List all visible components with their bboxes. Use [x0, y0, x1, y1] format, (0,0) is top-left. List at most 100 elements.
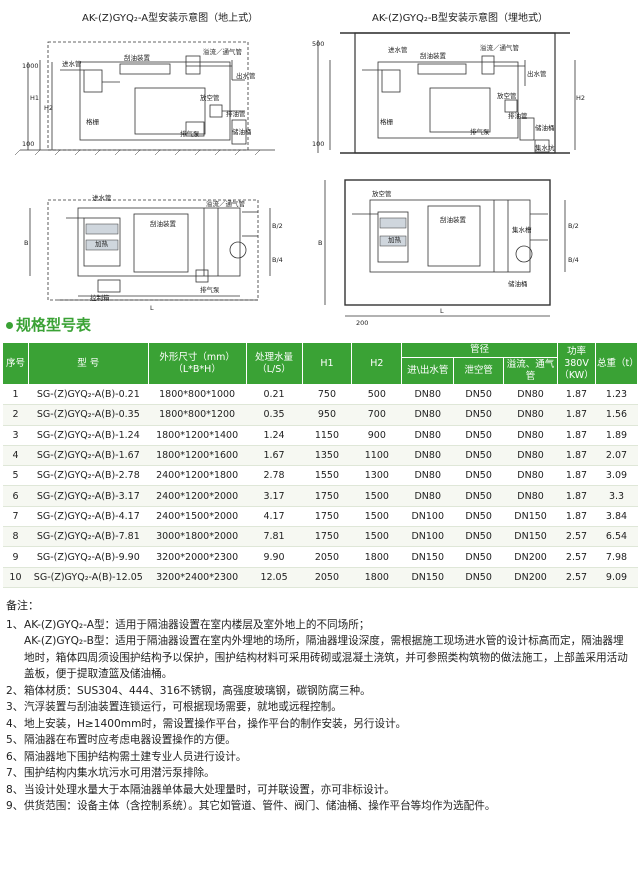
cell-inlet: DN80: [401, 465, 454, 487]
cell-flow: 1.24: [246, 425, 302, 446]
label-pump-a: 排气泵: [180, 129, 200, 138]
drawings-svg: 进水管 刮油装置 溢流／通气管 出水管 放空管 排油管 格栅 排气泵 储油桶 进…: [14, 32, 585, 327]
cell-h2: 1800: [351, 546, 402, 568]
cell-inlet: DN100: [401, 506, 454, 528]
cell-flow: 3.17: [246, 485, 302, 507]
cell-h2: 700: [351, 404, 402, 426]
note-text: 围护结构内集水坑污水可用潜污泵排除。: [24, 767, 215, 779]
dim-200-b: 200: [356, 319, 368, 327]
spec-table: 序号 型 号 外形尺寸（mm）（L*B*H） 处理水量（L/S） H1 H2 管…: [2, 342, 639, 588]
cell-h2: 900: [351, 425, 402, 446]
elevation-b: [317, 32, 576, 154]
cell-power: 1.87: [557, 485, 596, 507]
header-drain: 泄空管: [453, 357, 505, 385]
note-text: 当设计处理水量大于本隔油器单体最大处理量时，可并联设置，亦可非标设计。: [24, 783, 395, 796]
plan-b: [324, 179, 566, 317]
cell-overflow: DN200: [503, 567, 558, 588]
cell-drain: DN50: [453, 404, 504, 426]
header-pipe: 管径: [401, 342, 559, 358]
header-size: 外形尺寸（mm）（L*B*H）: [147, 342, 247, 385]
cell-h2: 500: [351, 384, 402, 406]
label-vent-plan-a: 溢流／通气管: [206, 199, 246, 208]
cell-drain: DN50: [453, 425, 504, 446]
cell-drain: DN50: [453, 546, 504, 568]
header-weight: 总重（t）: [595, 342, 639, 385]
header-model: 型 号: [27, 342, 149, 385]
cell-h2: 1100: [351, 445, 402, 467]
dim-H2-a: H2: [44, 104, 53, 112]
label-pump-plan-a: 排气泵: [200, 285, 220, 294]
note-text: 供货范围：设备主体（含控制系统）。其它如管道、管件、阀门、储油桶、操作平台等均作…: [24, 800, 496, 812]
label-sump-plan-b: 集水槽: [512, 225, 532, 234]
cell-drain: DN50: [453, 445, 504, 467]
note-number: 7、: [6, 767, 24, 779]
label-heat-plan-a: 加热: [95, 239, 109, 248]
cell-flow: 7.81: [246, 526, 302, 548]
cell-seq: 10: [2, 567, 29, 588]
cell-weight: 9.09: [595, 567, 638, 588]
label-storage-b: 储油桶: [535, 123, 555, 132]
note-number: 3、: [6, 701, 24, 713]
cell-size: 3200*2400*2300: [148, 567, 247, 588]
cell-weight: 1.56: [595, 404, 638, 426]
note-item: 8、当设计处理水量大于本隔油器单体最大处理量时，可并联设置，亦可非标设计。: [6, 782, 634, 799]
cell-weight: 3.3: [595, 485, 638, 507]
note-number: 1、: [6, 618, 24, 631]
cell-drain: DN50: [453, 526, 504, 548]
label-control-plan-a: 控制箱: [90, 293, 110, 302]
label-vent-b: 溢流／通气管: [480, 43, 520, 52]
cell-size: 2400*1500*2000: [148, 506, 247, 528]
label-scraper-a: 刮油装置: [124, 53, 151, 62]
plan-a: [29, 199, 271, 301]
cell-h1: 1750: [302, 485, 352, 507]
cell-h2: 1500: [351, 526, 402, 548]
cell-h1: 1550: [302, 465, 352, 487]
cell-flow: 2.78: [246, 465, 302, 487]
cell-flow: 0.21: [246, 384, 302, 406]
cell-flow: 1.67: [246, 445, 302, 467]
section-title: 规格型号表: [6, 314, 91, 335]
dim-B-a: B: [24, 239, 28, 247]
cell-h1: 750: [302, 384, 352, 406]
cell-flow: 9.90: [246, 546, 302, 568]
label-scraper-plan-a: 刮油装置: [150, 219, 177, 228]
cell-h1: 950: [302, 404, 352, 426]
label-scraper-plan-b: 刮油装置: [440, 215, 467, 224]
label-empty-b: 放空管: [497, 91, 517, 100]
installation-drawings: AK-(Z)GYQ₂-A型安装示意图（地上式） AK-(Z)GYQ₂-B型安装示…: [0, 0, 640, 330]
label-storage-plan-b: 储油桶: [508, 279, 528, 288]
label-outlet-a: 出水管: [236, 71, 256, 80]
cell-model: SG-(Z)GYQ₂-A(B)-12.05: [28, 567, 149, 588]
cell-weight: 3.84: [595, 506, 638, 528]
cell-seq: 4: [2, 445, 29, 467]
header-h1: H1: [301, 342, 353, 385]
cell-h2: 1800: [351, 567, 402, 588]
note-text: 汽浮装置与刮油装置连锁运行，可根据现场需要，就地或远程控制。: [24, 701, 342, 713]
cell-inlet: DN80: [401, 485, 454, 507]
note-item: 6、隔油器地下围护结构需土建专业人员进行设计。: [6, 749, 634, 766]
cell-seq: 8: [2, 526, 29, 548]
label-vent-a: 溢流／通气管: [203, 47, 243, 56]
cell-model: SG-(Z)GYQ₂-A(B)-7.81: [28, 526, 149, 548]
note-number: 9、: [6, 800, 24, 812]
cell-power: 2.57: [557, 526, 596, 548]
label-pit-b: 集水坑: [535, 143, 555, 152]
cell-flow: 12.05: [246, 567, 302, 588]
cell-inlet: DN150: [401, 567, 454, 588]
cell-flow: 4.17: [246, 506, 302, 528]
header-seq: 序号: [2, 342, 29, 385]
cell-inlet: DN80: [401, 425, 454, 446]
cell-overflow: DN200: [503, 546, 558, 568]
dim-L-b: L: [440, 307, 444, 315]
note-item: 3、汽浮装置与刮油装置连锁运行，可根据现场需要，就地或远程控制。: [6, 699, 634, 716]
dim-B2-a: B/2: [272, 222, 283, 230]
label-empty-a: 放空管: [200, 93, 220, 102]
dim-H2-b: H2: [576, 94, 585, 102]
cell-power: 2.57: [557, 567, 596, 588]
cell-h1: 1750: [302, 506, 352, 528]
drawing-title-b: AK-(Z)GYQ₂-B型安装示意图（埋地式）: [372, 13, 548, 24]
cell-h1: 1350: [302, 445, 352, 467]
